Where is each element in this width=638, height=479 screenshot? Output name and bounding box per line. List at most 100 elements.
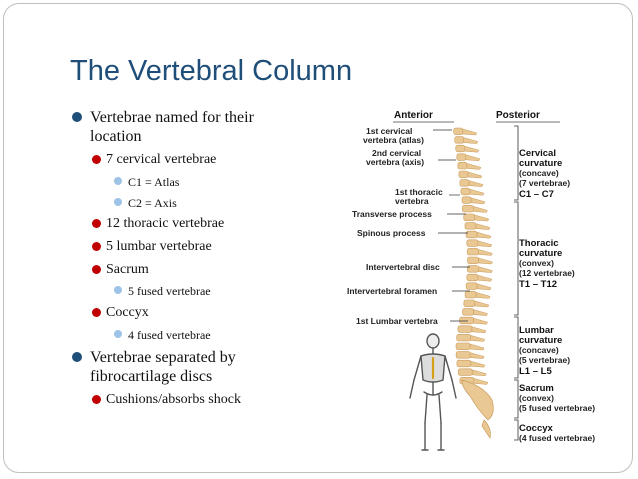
- slide-title: The Vertebral Column: [70, 55, 353, 87]
- vertebra: [455, 144, 466, 153]
- spinous-process: [469, 343, 485, 351]
- label-cervical-curvature: curvature: [519, 158, 562, 169]
- spinous-process: [478, 266, 493, 273]
- label-lumbar-first: 1st Lumbar vertebra: [356, 316, 438, 326]
- spinous-process: [478, 249, 493, 256]
- spinous-process: [467, 171, 483, 179]
- bullet-item: Cushions/absorbs shock: [70, 392, 305, 409]
- vertebra: [459, 316, 474, 325]
- label-lumbar-concave: (concave): [519, 345, 559, 355]
- vertebra: [461, 196, 472, 204]
- spine-illustration: [453, 127, 494, 439]
- label-transverse: Transverse process: [352, 209, 432, 219]
- vertebra: [457, 325, 473, 333]
- vertebra: [467, 265, 479, 273]
- spinous-process: [477, 274, 493, 282]
- label-axis-2: vertebra (axis): [366, 157, 424, 167]
- label-cervical-range: C1 – C7: [519, 189, 554, 200]
- vertebra: [462, 308, 474, 316]
- vertebra: [464, 222, 477, 230]
- bullet-list: Vertebrae named for their location 7 cer…: [70, 108, 305, 415]
- label-foramen: Intervertebral foramen: [347, 286, 437, 296]
- bullet-item: 5 lumbar vertebrae: [70, 239, 305, 256]
- label-lumbar-range: L1 – L5: [519, 366, 552, 377]
- spinous-process: [474, 300, 490, 308]
- spinous-process: [476, 231, 492, 239]
- bullet-item: Vertebrae separated by fibrocartilage di…: [70, 348, 305, 386]
- label-thoracic: Thoracic: [519, 238, 559, 249]
- vertebra: [462, 205, 474, 213]
- spinous-process: [469, 188, 485, 196]
- label-axis-1: 2nd cervical: [372, 148, 421, 158]
- spinous-process: [471, 369, 487, 377]
- vertebra: [463, 213, 476, 221]
- bullet-item: C1 = Atlas: [70, 175, 305, 189]
- vertebra: [466, 239, 479, 247]
- spinous-process: [464, 145, 480, 153]
- bullet-item: C2 = Axis: [70, 196, 305, 210]
- slide-frame: [3, 3, 633, 473]
- bullet-item: 5 fused vertebrae: [70, 284, 305, 298]
- skeleton-figure: [409, 333, 457, 451]
- spinous-process: [473, 309, 488, 316]
- vertebra: [457, 368, 473, 376]
- label-thoracic-1: 1st thoracic: [395, 187, 443, 197]
- spinous-process: [462, 128, 478, 136]
- vertebra: [467, 256, 479, 264]
- left-labels: 1st cervical vertebra (atlas) 2nd cervic…: [347, 126, 470, 326]
- bullet-item: Coccyx: [70, 305, 305, 322]
- spinous-process: [470, 360, 486, 368]
- spinous-process: [470, 197, 486, 205]
- bullet-item: 4 fused vertebrae: [70, 328, 305, 342]
- vertebra: [465, 282, 478, 290]
- label-lumbar-count: (5 vertebrae): [519, 355, 570, 365]
- bullet-item: 7 cervical vertebrae: [70, 152, 305, 169]
- spinous-process: [473, 378, 489, 385]
- bullet-item: Vertebrae named for their location: [70, 108, 305, 146]
- label-thoracic-convex: (convex): [519, 258, 554, 268]
- vertebra: [463, 299, 476, 307]
- spinous-process: [474, 214, 490, 222]
- label-lumbar: Lumbar: [519, 325, 554, 336]
- label-atlas-2: vertebra (atlas): [363, 135, 424, 145]
- anterior-heading: Anterior: [394, 110, 433, 121]
- vertebra: [455, 351, 471, 359]
- spinous-process: [476, 283, 492, 291]
- spinous-process: [469, 352, 485, 359]
- vertebra: [458, 170, 469, 178]
- vertebra: [456, 359, 472, 368]
- vertebra: [457, 162, 468, 170]
- label-coccyx-count: (4 fused vertebrae): [519, 433, 595, 443]
- vertebra: [459, 179, 470, 187]
- label-spinous: Spinous process: [357, 228, 426, 238]
- spinous-process: [470, 335, 486, 342]
- label-cervical: Cervical: [519, 148, 556, 159]
- label-thoracic-count: (12 vertebrae): [519, 268, 575, 278]
- vertebra: [456, 153, 467, 161]
- vertebra: [465, 230, 478, 239]
- spinous-process: [465, 154, 481, 162]
- coccyx-shape: [481, 419, 491, 439]
- bullet-item: 12 thoracic vertebrae: [70, 216, 305, 233]
- spinous-process: [478, 257, 493, 265]
- label-coccyx: Coccyx: [519, 423, 554, 434]
- spinous-process: [466, 163, 482, 170]
- label-atlas-1: 1st cervical: [366, 126, 412, 136]
- label-disc: Intervertebral disc: [366, 262, 440, 272]
- vertebra: [454, 136, 465, 144]
- vertebra: [453, 127, 464, 135]
- spinous-process: [471, 326, 487, 334]
- label-sacrum: Sacrum: [519, 383, 554, 394]
- label-cervical-concave: (concave): [519, 168, 559, 178]
- bullet-item: Sacrum: [70, 262, 305, 279]
- vertebra: [464, 291, 477, 299]
- right-labels: Cervical curvature (concave) (7 vertebra…: [519, 148, 595, 443]
- vertebra: [460, 187, 471, 196]
- label-cervical-count: (7 vertebrae): [519, 178, 570, 188]
- spinous-process: [475, 292, 491, 299]
- vertebra: [455, 342, 471, 350]
- sacrum-shape: [461, 379, 494, 421]
- label-thoracic-2: vertebra: [395, 196, 429, 206]
- spinous-process: [473, 206, 488, 213]
